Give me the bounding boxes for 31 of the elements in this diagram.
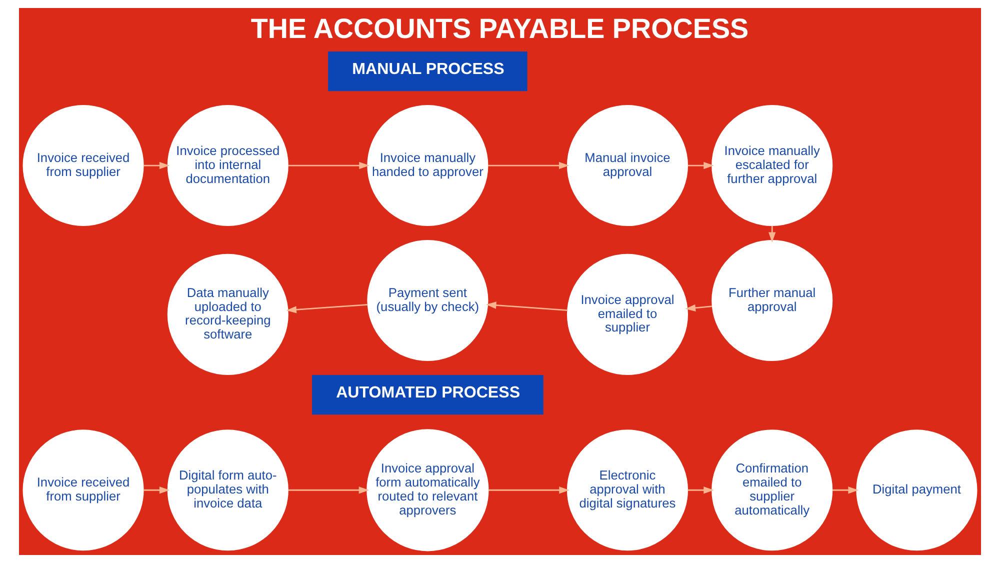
- arrow: [685, 304, 712, 312]
- node-box: AUTOMATED PROCESS: [312, 374, 544, 415]
- node-circle: Invoice processed into internal documentation: [167, 105, 288, 226]
- node-circle: Payment sent (usually by check): [367, 240, 488, 362]
- arrow: [486, 302, 568, 311]
- node-circle: Invoice received from supplier: [22, 430, 144, 551]
- node-circle: Digital payment: [856, 430, 978, 551]
- arrow: [688, 162, 714, 170]
- node-circle: Confirmation emailed to supplier automatically: [712, 430, 833, 551]
- arrow: [832, 486, 859, 494]
- node-circle: Electronic approval with digital signatures: [566, 430, 688, 551]
- arrow: [768, 226, 776, 243]
- node-circle: Invoice received from supplier: [22, 105, 144, 226]
- node-circle: Manual invoice approval: [566, 105, 688, 226]
- node-box: MANUAL PROCESS: [328, 51, 528, 92]
- diagram-title: THE ACCOUNTS PAYABLE PROCESS: [250, 12, 749, 44]
- node-circle: Invoice manually escalated for further approval: [712, 105, 833, 226]
- arrow: [288, 486, 370, 494]
- node-circle: Invoice approval form automatically routed to relevant approvers: [366, 429, 489, 552]
- node-circle: Data manually uploaded to record-keeping software: [167, 254, 288, 375]
- arrow: [144, 162, 170, 170]
- node-circle: Invoice approval emailed to supplier: [566, 254, 688, 375]
- arrow: [488, 486, 570, 494]
- arrow: [288, 162, 370, 170]
- node-circle: Further manual approval: [712, 240, 833, 362]
- arrow: [488, 162, 570, 170]
- arrow: [286, 304, 368, 314]
- node-circle: Digital form auto-populates with invoice data: [167, 430, 288, 551]
- node-circle: Invoice manually handed to approver: [367, 105, 488, 226]
- arrow: [144, 486, 170, 494]
- arrow: [688, 486, 714, 494]
